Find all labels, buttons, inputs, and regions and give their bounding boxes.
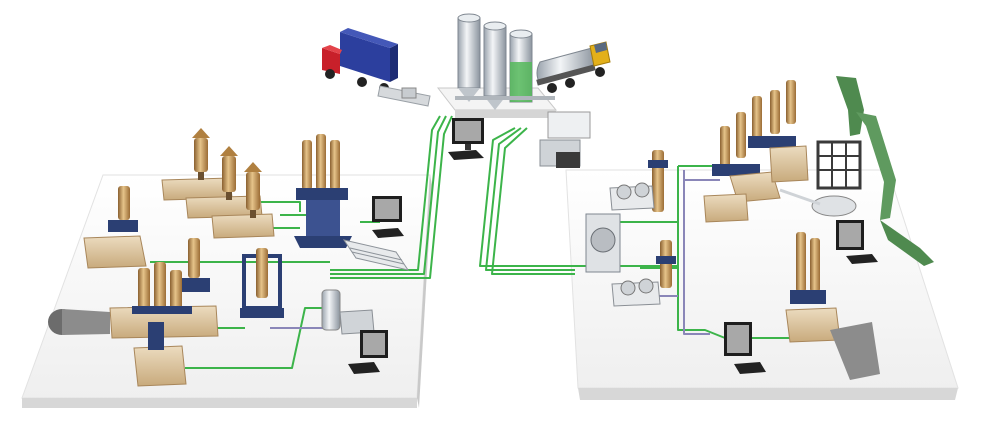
container-truck	[322, 28, 398, 93]
mixing-unit	[609, 182, 655, 211]
feeder-tower	[648, 150, 668, 212]
capping-line-right	[785, 232, 880, 380]
filler-machine	[192, 128, 210, 180]
operator-monitor	[836, 220, 878, 264]
filler-machine	[244, 162, 262, 218]
filler-machine	[220, 146, 238, 200]
vacuum-unit	[321, 289, 375, 335]
packaging-unit	[133, 322, 187, 387]
silo-filled	[510, 62, 532, 102]
packaging-line-back	[161, 177, 275, 239]
truck-conveyor	[377, 85, 431, 107]
multihead-filler-right	[703, 80, 821, 223]
dosing-unit	[83, 186, 147, 269]
film-unwind-machine	[811, 76, 934, 266]
blue-frame-machine	[240, 248, 284, 318]
rotary-table	[585, 213, 621, 273]
mixing-unit	[611, 278, 661, 307]
silo-station	[436, 13, 591, 168]
feeder-tower	[656, 240, 676, 288]
conveyor-rack	[342, 239, 410, 271]
control-monitor	[448, 118, 484, 160]
unloading-table	[539, 111, 591, 168]
operator-monitor	[372, 196, 404, 238]
roll-feeder	[48, 309, 110, 335]
operator-monitor	[724, 322, 766, 374]
tanker-truck	[536, 41, 611, 93]
silo	[457, 13, 481, 102]
capping-machine	[180, 238, 210, 292]
operator-monitor	[348, 330, 388, 374]
multihead-filler	[294, 134, 352, 248]
